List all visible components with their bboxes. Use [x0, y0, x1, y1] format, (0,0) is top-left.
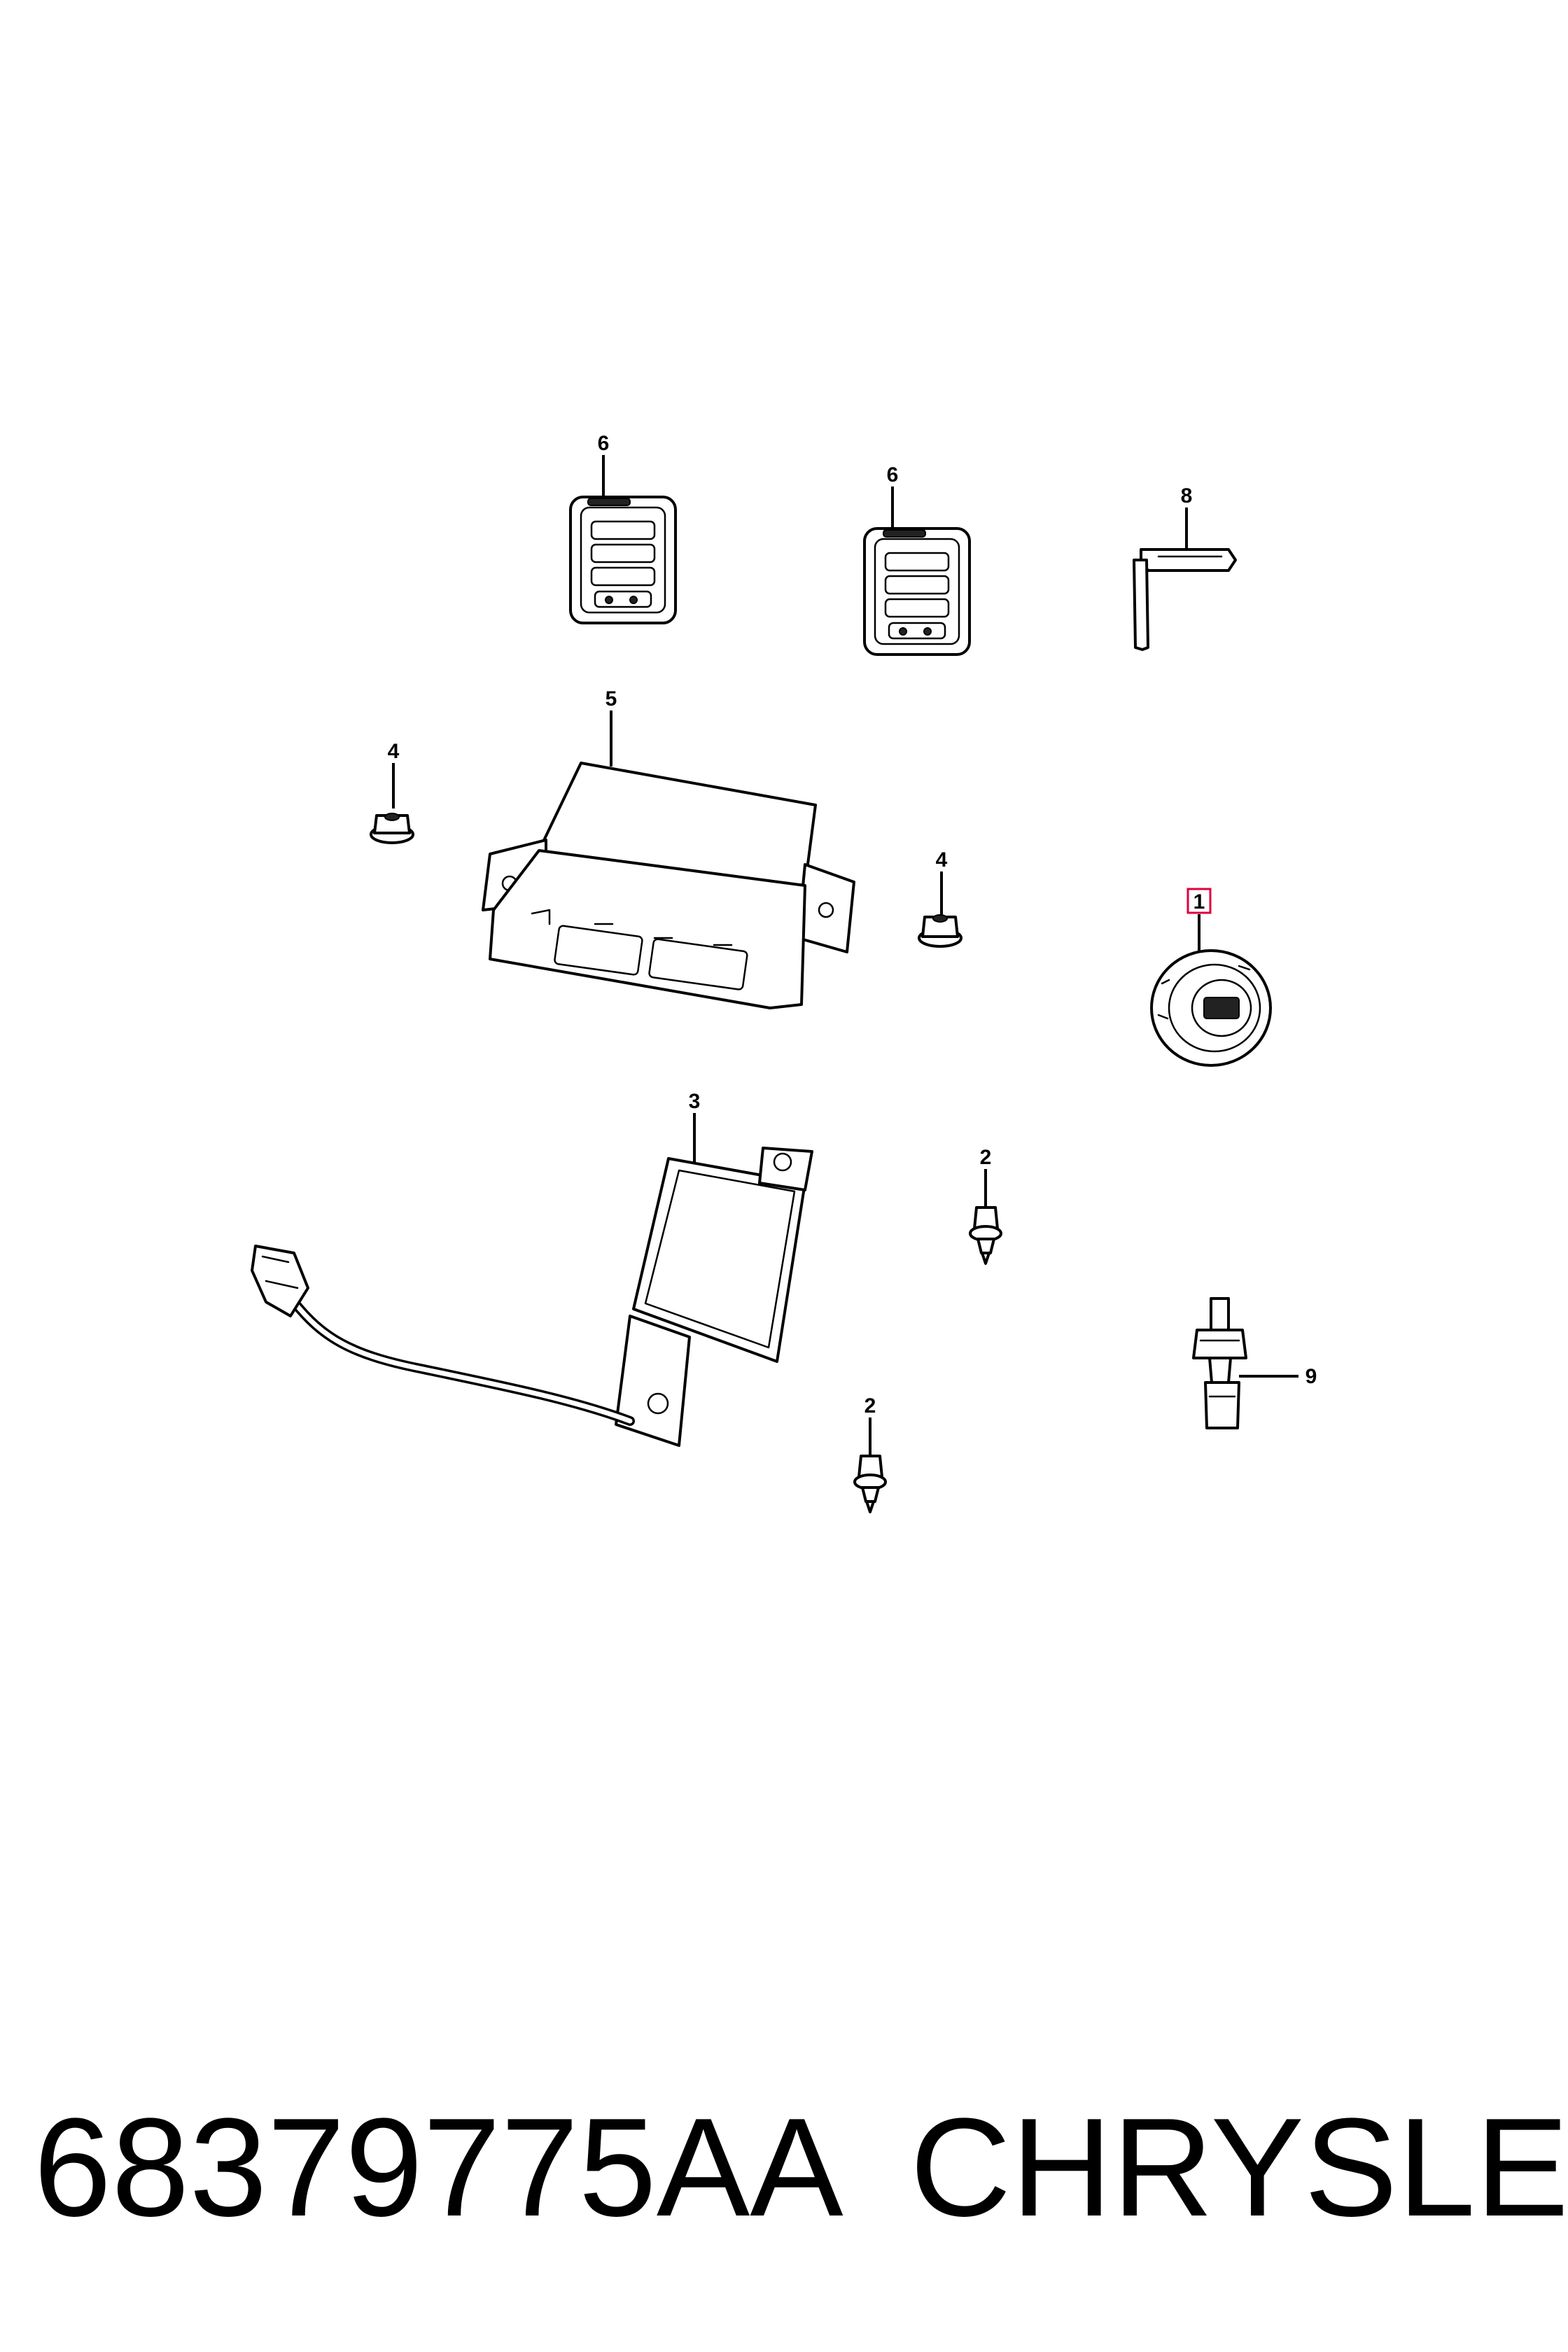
part-number: 68379775AA: [34, 2090, 844, 2246]
callout-ignition-switch: 1: [1194, 890, 1205, 913]
callout-clip-upper: 2: [980, 1146, 992, 1169]
antenna-module: 3: [251, 1090, 813, 1447]
nut-right: 4: [918, 848, 962, 948]
key-fob-left: 6: [569, 432, 677, 624]
callout-nut-right: 4: [936, 848, 948, 872]
callout-sensor: 9: [1306, 1365, 1317, 1388]
highlight-box: [1186, 888, 1212, 914]
ignition-switch: 1: [1150, 888, 1272, 1067]
callout-nut-left: 4: [388, 740, 400, 763]
control-module: 5: [482, 687, 855, 1009]
callout-module: 5: [606, 687, 617, 710]
sensor: 9: [1192, 1297, 1317, 1429]
nut-left: 4: [370, 740, 414, 844]
brand-name: CHRYSLER: [910, 2090, 1568, 2246]
push-clip-lower: 2: [853, 1394, 887, 1513]
callout-clip-lower: 2: [864, 1394, 876, 1418]
callout-antenna-module: 3: [689, 1090, 701, 1113]
push-clip-upper: 2: [969, 1146, 1002, 1265]
callout-fob-right: 6: [887, 463, 899, 486]
key-blade: 8: [1133, 484, 1237, 651]
callout-key-blade: 8: [1181, 484, 1193, 507]
key-fob-right: 6: [863, 463, 971, 656]
callout-fob-left: 6: [598, 432, 610, 455]
